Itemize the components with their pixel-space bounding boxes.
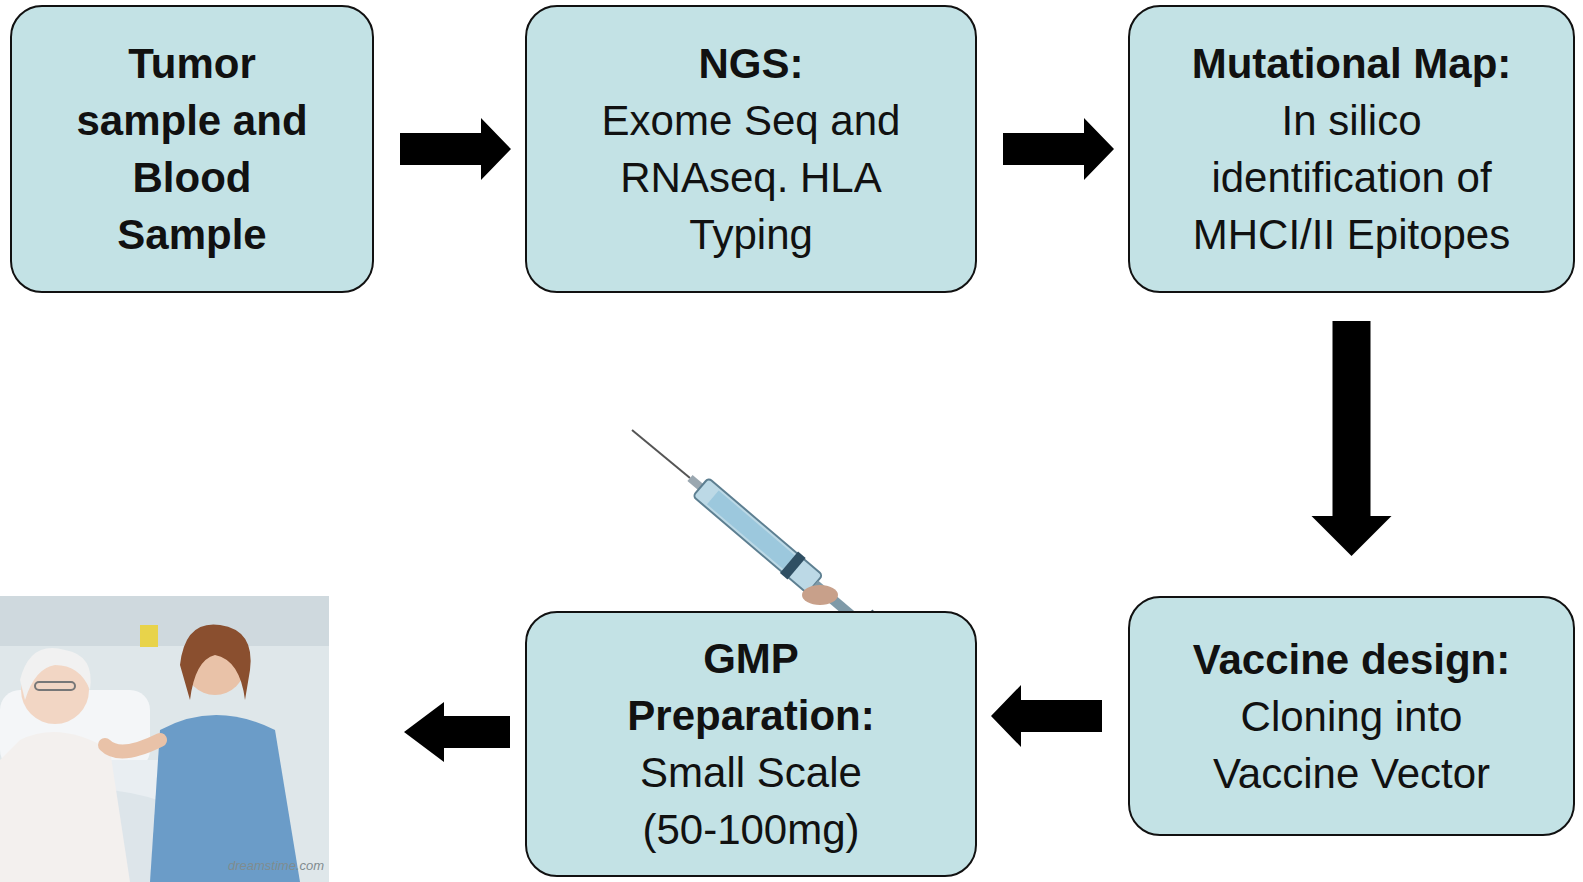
box-heading: Mutational Map: xyxy=(1192,35,1512,92)
process-box: Vaccine design:Cloning into Vaccine Vect… xyxy=(1128,596,1575,836)
box-text: Exome Seq and RNAseq. HLA Typing xyxy=(586,92,916,263)
block-arrow xyxy=(1003,118,1114,180)
process-box: Mutational Map:In silico identification … xyxy=(1128,5,1575,293)
process-box: NGS:Exome Seq and RNAseq. HLA Typing xyxy=(525,5,977,293)
block-arrow xyxy=(400,118,511,180)
patient-photo xyxy=(0,596,329,882)
box-text: Small Scale (50-100mg) xyxy=(601,744,901,858)
box-heading: NGS: xyxy=(699,35,804,92)
process-box: GMP Preparation:Small Scale (50-100mg) xyxy=(525,611,977,877)
box-text: Cloning into Vaccine Vector xyxy=(1202,688,1502,802)
block-arrow xyxy=(404,702,510,762)
box-heading: Tumor sample and Blood Sample xyxy=(62,35,322,263)
box-heading: Vaccine design: xyxy=(1193,631,1510,688)
watermark: dreamstime.com xyxy=(228,858,324,873)
box-heading: GMP Preparation: xyxy=(601,630,901,744)
block-arrow xyxy=(1312,321,1392,556)
box-text: In silico identification of MHCI/II Epit… xyxy=(1187,92,1517,263)
block-arrow xyxy=(991,685,1102,747)
process-box: Tumor sample and Blood Sample xyxy=(10,5,374,293)
